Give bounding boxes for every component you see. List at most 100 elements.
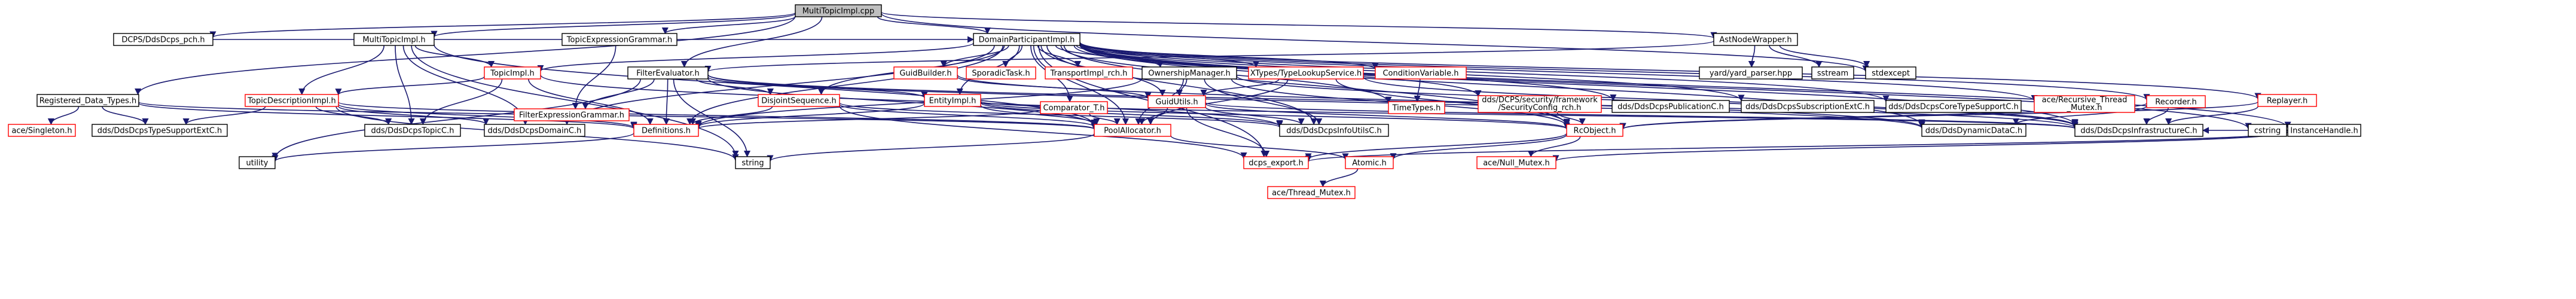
node-utility[interactable]: utility bbox=[239, 156, 276, 169]
edge-anw-to-yard bbox=[1748, 45, 1756, 68]
node-label-infoc: dds/DdsDcpsInfoUtilsC.h bbox=[1286, 127, 1382, 136]
node-rdt[interactable]: Registered_Data_Types.h bbox=[36, 94, 139, 107]
node-box-cstring bbox=[2248, 124, 2287, 137]
node-box-feg bbox=[514, 108, 630, 121]
edge-ct-to-defs bbox=[695, 109, 1041, 130]
node-label-st: SporadicTask.h bbox=[972, 69, 1030, 78]
edge-dpi-to-cstring bbox=[1079, 43, 2252, 130]
node-label-fe: FilterEvaluator.h bbox=[636, 69, 699, 78]
node-tdi[interactable]: TopicDescriptionImpl.h bbox=[245, 94, 339, 107]
node-sstream[interactable]: sstream bbox=[1811, 66, 1854, 80]
node-label-string: string bbox=[741, 159, 764, 168]
node-box-domc bbox=[484, 124, 585, 137]
node-cv[interactable]: ConditionVariable.h bbox=[1375, 66, 1467, 80]
node-string[interactable]: string bbox=[735, 156, 771, 169]
node-xts[interactable]: XTypes/TypeLookupService.h bbox=[1248, 66, 1364, 80]
node-label-pubc: dds/DdsDcpsPublicationC.h bbox=[1617, 103, 1724, 112]
node-label-trh: TransportImpl_rch.h bbox=[1050, 69, 1128, 78]
node-box-rtm bbox=[2034, 95, 2135, 113]
edge-ei-to-defs bbox=[695, 103, 925, 128]
node-infoc[interactable]: dds/DdsDcpsInfoUtilsC.h bbox=[1279, 124, 1389, 137]
edge-mti-to-string bbox=[411, 45, 739, 158]
node-ti[interactable]: TopicImpl.h bbox=[484, 66, 541, 80]
node-ih[interactable]: InstanceHandle.h bbox=[2287, 124, 2361, 137]
node-atomic[interactable]: Atomic.h bbox=[1345, 156, 1394, 169]
edge-rco-to-nullm bbox=[1527, 136, 1581, 158]
node-pa[interactable]: PoolAllocator.h bbox=[1094, 124, 1171, 137]
node-dpi[interactable]: DomainParticipantImpl.h bbox=[973, 33, 1081, 46]
node-singleton[interactable]: ace/Singleton.h bbox=[8, 124, 76, 137]
node-pch[interactable]: DCPS/DdsDcps_pch.h bbox=[113, 33, 213, 46]
node-box-ti bbox=[484, 66, 541, 80]
node-om[interactable]: OwnershipManager.h bbox=[1142, 66, 1237, 80]
node-box-rdt bbox=[36, 94, 139, 107]
node-box-sec bbox=[1478, 95, 1602, 113]
edge-gu-to-pa bbox=[1138, 107, 1168, 126]
node-label-cstring: cstring bbox=[2254, 127, 2281, 136]
node-fe[interactable]: FilterEvaluator.h bbox=[627, 66, 709, 80]
node-ct[interactable]: Comparator_T.h bbox=[1040, 101, 1108, 114]
node-tt[interactable]: TimeTypes.h bbox=[1388, 101, 1445, 114]
edge-root-to-mti bbox=[431, 13, 796, 38]
node-anw[interactable]: AstNodeWrapper.h bbox=[1713, 33, 1798, 46]
node-rco[interactable]: RcObject.h bbox=[1566, 124, 1623, 137]
edge-root-to-anw bbox=[881, 11, 1717, 39]
node-trh[interactable]: TransportImpl_rch.h bbox=[1045, 66, 1133, 80]
node-gu[interactable]: GuidUtils.h bbox=[1147, 95, 1206, 108]
node-sec[interactable]: dds/DCPS/security/framework/SecurityConf… bbox=[1478, 95, 1602, 113]
node-ds[interactable]: DisjointSequence.h bbox=[758, 94, 840, 107]
node-stdexcept[interactable]: stdexcept bbox=[1865, 66, 1916, 80]
node-gb[interactable]: GuidBuilder.h bbox=[893, 66, 958, 80]
node-label-cv: ConditionVariable.h bbox=[1382, 69, 1458, 78]
node-label-rdt: Registered_Data_Types.h bbox=[39, 97, 137, 106]
node-topc[interactable]: dds/DdsDcpsTopicC.h bbox=[364, 124, 461, 137]
node-box-trh bbox=[1045, 66, 1133, 80]
node-feg[interactable]: FilterExpressionGrammar.h bbox=[514, 108, 630, 121]
node-label-tsec: dds/DdsDcpsTypeSupportExtC.h bbox=[97, 127, 222, 136]
node-st[interactable]: SporadicTask.h bbox=[966, 66, 1036, 80]
node-subc[interactable]: dds/DdsDcpsSubscriptionExtC.h bbox=[1741, 100, 1875, 113]
node-label-rec: Recorder.h bbox=[2155, 98, 2196, 107]
node-label-root: MultiTopicImpl.cpp bbox=[802, 7, 875, 16]
node-ctsc[interactable]: dds/DdsDcpsCoreTypeSupportC.h bbox=[1885, 100, 2022, 113]
edge-anw-to-sstream bbox=[1769, 45, 1823, 68]
edge-defs-to-utility bbox=[271, 132, 634, 162]
node-box-fe bbox=[627, 66, 709, 80]
node-label-atomic: Atomic.h bbox=[1352, 159, 1387, 168]
node-cstring[interactable]: cstring bbox=[2248, 124, 2287, 137]
edge-root-to-dpi bbox=[877, 16, 991, 35]
node-yard[interactable]: yard/yard_parser.hpp bbox=[1699, 66, 1803, 80]
node-label-utility: utility bbox=[246, 159, 268, 168]
node-label-anw: AstNodeWrapper.h bbox=[1719, 36, 1791, 45]
edge-rep-to-rco bbox=[1619, 101, 2258, 130]
node-box-defs bbox=[633, 124, 699, 137]
node-label-om: OwnershipManager.h bbox=[1148, 69, 1230, 78]
node-rec[interactable]: Recorder.h bbox=[2146, 95, 2206, 108]
node-label-stdexcept: stdexcept bbox=[1872, 69, 1910, 78]
node-thm[interactable]: ace/Thread_Mutex.h bbox=[1267, 186, 1356, 199]
node-tsec[interactable]: dds/DdsDcpsTypeSupportExtC.h bbox=[91, 124, 228, 137]
node-mti[interactable]: MultiTopicImpl.h bbox=[353, 33, 435, 46]
edge-ds-to-infoc bbox=[839, 102, 1283, 129]
edge-tdi-to-domc bbox=[338, 105, 490, 126]
node-pubc[interactable]: dds/DdsDcpsPublicationC.h bbox=[1611, 100, 1730, 113]
node-box-anw bbox=[1713, 33, 1798, 46]
node-label-ctsc: dds/DdsDcpsCoreTypeSupportC.h bbox=[1888, 103, 2019, 112]
node-teg[interactable]: TopicExpressionGrammar.h bbox=[561, 33, 677, 46]
edge-root-to-pch bbox=[209, 12, 796, 38]
node-rep[interactable]: Replayer.h bbox=[2257, 94, 2317, 107]
edge-dpi-to-st bbox=[1002, 45, 1023, 68]
node-domc[interactable]: dds/DdsDcpsDomainC.h bbox=[484, 124, 585, 137]
node-dyn[interactable]: dds/DdsDynamicDataC.h bbox=[1921, 124, 2026, 137]
node-ei[interactable]: EntityImpl.h bbox=[924, 94, 981, 107]
node-box-root bbox=[795, 4, 882, 17]
node-export[interactable]: dcps_export.h bbox=[1243, 156, 1309, 169]
node-rtm[interactable]: ace/Recursive_Thread_Mutex.h bbox=[2034, 95, 2135, 113]
node-label-ds: DisjointSequence.h bbox=[761, 97, 836, 106]
node-label-xts: XTypes/TypeLookupService.h bbox=[1250, 69, 1362, 78]
edge-anw-to-fe bbox=[705, 40, 1714, 73]
node-nullm[interactable]: ace/Null_Mutex.h bbox=[1476, 156, 1556, 169]
node-box-nullm bbox=[1476, 156, 1556, 169]
node-infrc[interactable]: dds/DdsDcpsInfrastructureC.h bbox=[2074, 124, 2203, 137]
node-defs[interactable]: Definitions.h bbox=[633, 124, 699, 137]
